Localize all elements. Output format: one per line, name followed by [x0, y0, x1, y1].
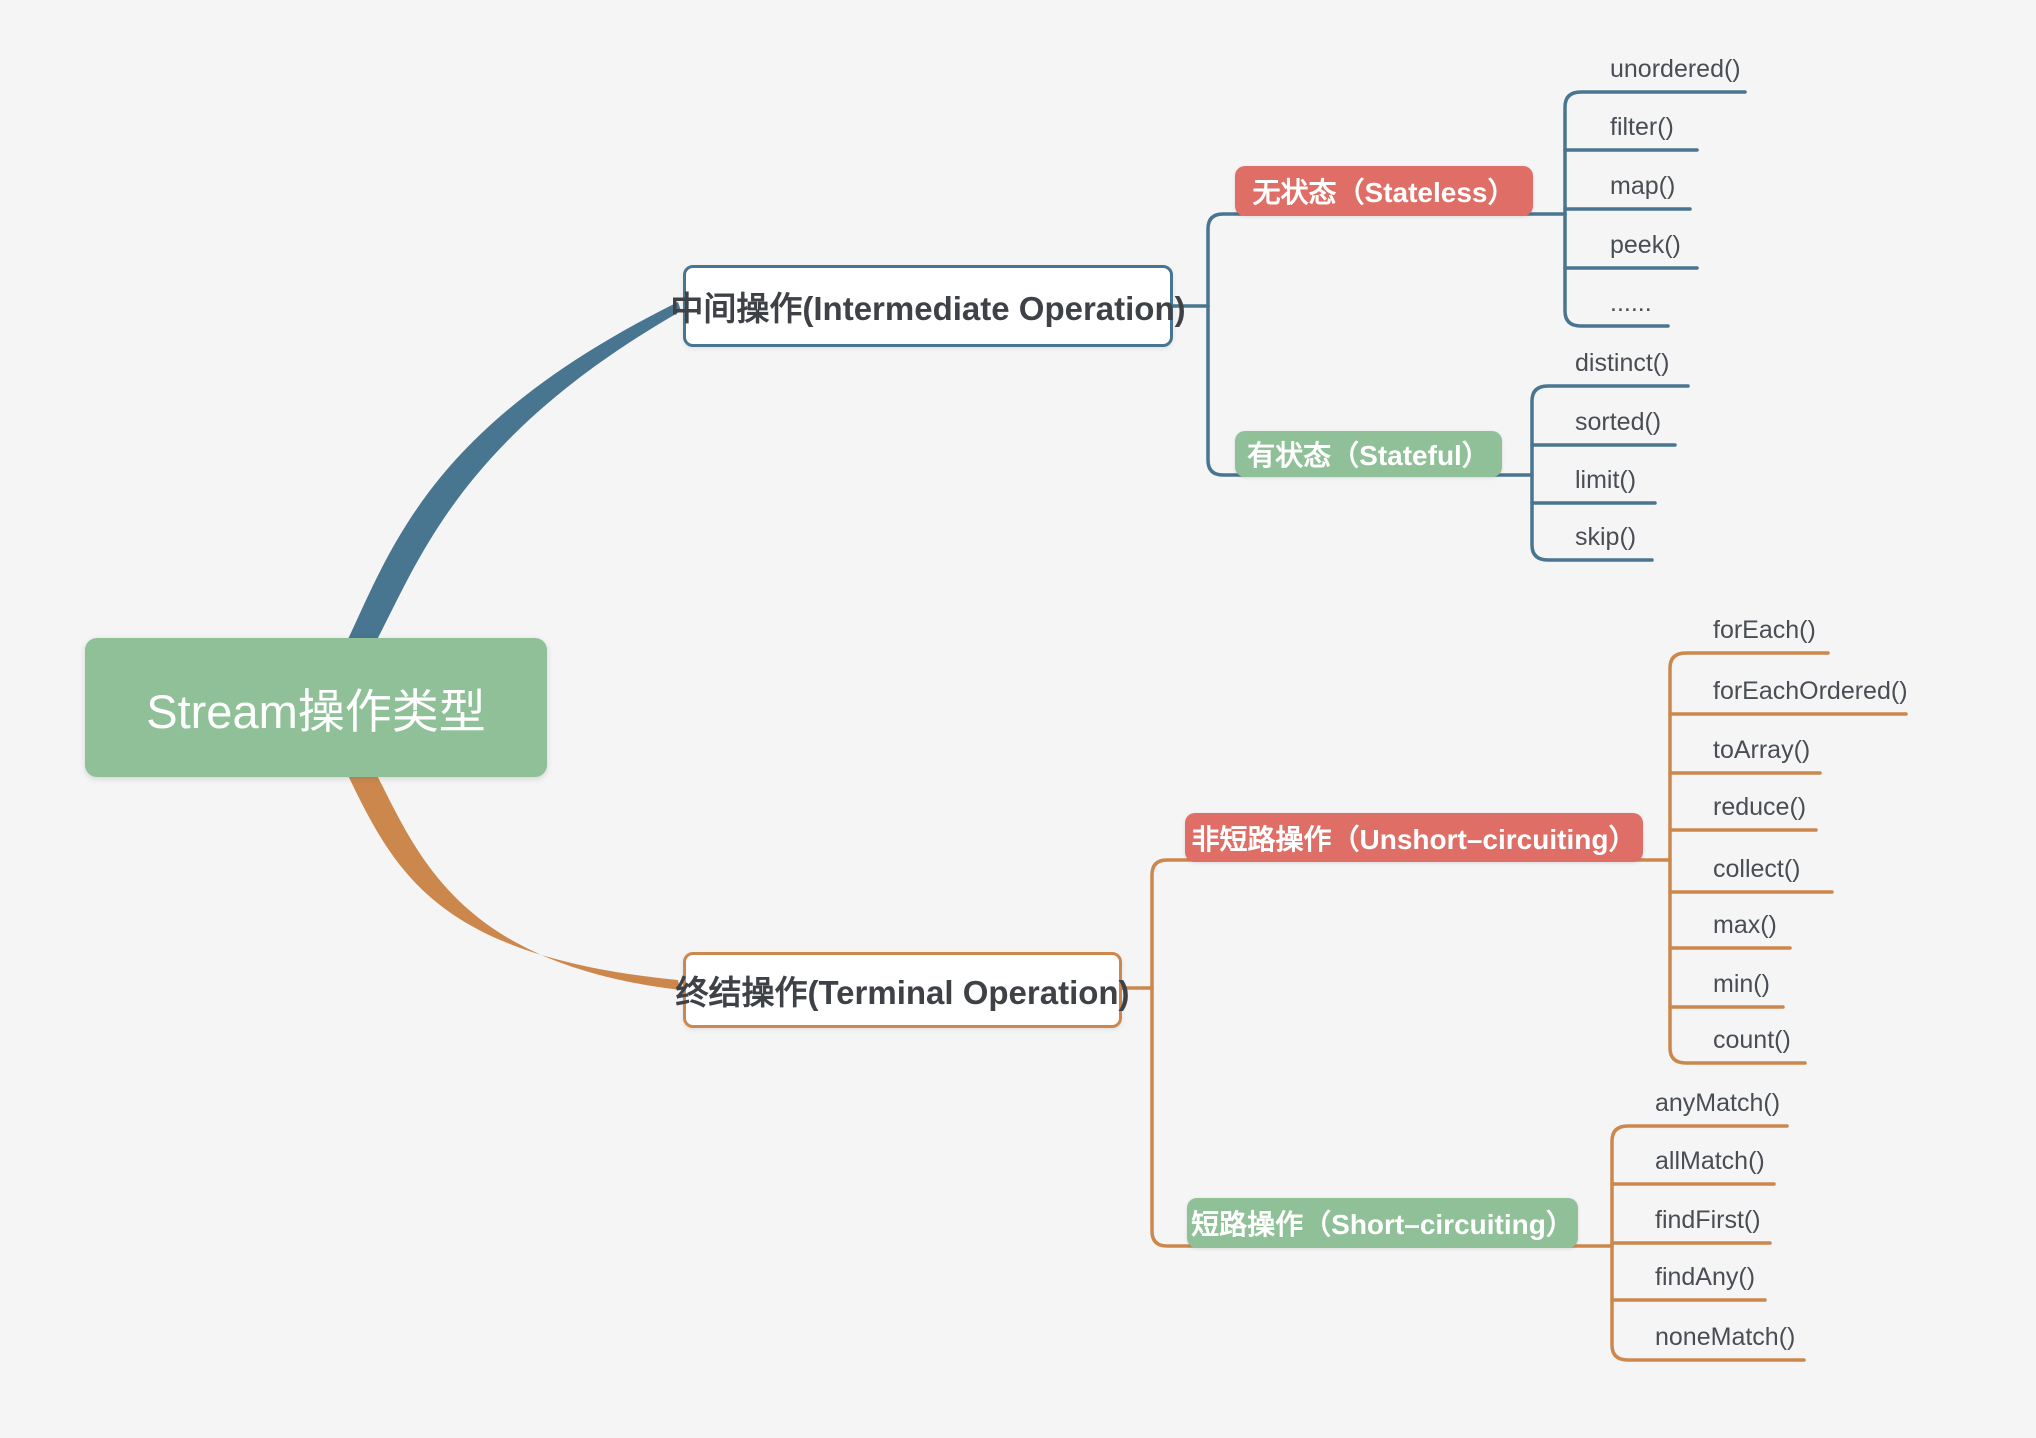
leaf-toarray[interactable]: toArray()	[1713, 736, 1811, 764]
subtopic-short-circuiting[interactable]: 短路操作（Short–circuiting）	[1187, 1198, 1578, 1248]
leaf-distinct[interactable]: distinct()	[1575, 349, 1670, 377]
connector-intermediate-to-stateless	[1206, 212, 1567, 308]
leaf-reduce[interactable]: reduce()	[1713, 793, 1807, 821]
leaf-filter[interactable]: filter()	[1610, 113, 1674, 141]
leaf-findfirst[interactable]: findFirst()	[1655, 1206, 1761, 1234]
leaf-min[interactable]: min()	[1713, 970, 1770, 998]
subtopic-stateful[interactable]: 有状态（Stateful）	[1235, 431, 1502, 477]
leaf-limit[interactable]: limit()	[1575, 466, 1637, 494]
subtopic-unshort-circuiting[interactable]: 非短路操作（Unshort–circuiting）	[1185, 813, 1643, 862]
subtopic-stateless[interactable]: 无状态（Stateless）	[1235, 166, 1533, 216]
bracket-stateful-leaves	[1530, 384, 1690, 562]
leaf-unordered[interactable]: unordered()	[1610, 55, 1741, 83]
leaf-findany[interactable]: findAny()	[1655, 1263, 1756, 1291]
leaf-allmatch[interactable]: allMatch()	[1655, 1147, 1765, 1175]
leaf-count[interactable]: count()	[1713, 1026, 1791, 1054]
leaf-foreachordered[interactable]: forEachOrdered()	[1713, 677, 1908, 705]
leaf-foreach[interactable]: forEach()	[1713, 616, 1816, 644]
connector-terminal-to-unshort	[1150, 858, 1672, 990]
leaf-max[interactable]: max()	[1713, 911, 1777, 939]
leaf-sorted[interactable]: sorted()	[1575, 408, 1662, 436]
connector-terminal-to-short	[1150, 986, 1614, 1248]
leaf-collect[interactable]: collect()	[1713, 855, 1801, 883]
bracket-unshort-leaves	[1668, 651, 1830, 1065]
branch-curve-terminal	[338, 755, 680, 990]
leaf-peek[interactable]: peek()	[1610, 231, 1681, 259]
root-topic[interactable]: Stream操作类型	[85, 638, 547, 777]
leaf-nonematch[interactable]: noneMatch()	[1655, 1323, 1796, 1351]
leaf-map[interactable]: map()	[1610, 172, 1676, 200]
topic-intermediate-operation[interactable]: 中间操作(Intermediate Operation)	[670, 265, 1186, 347]
topic-terminal-operation[interactable]: 终结操作(Terminal Operation)	[675, 952, 1130, 1028]
leaf-ellipsis[interactable]: ......	[1610, 289, 1652, 317]
connector-intermediate-to-stateful	[1206, 304, 1534, 477]
branch-curve-intermediate	[338, 302, 681, 660]
leaf-skip[interactable]: skip()	[1575, 523, 1637, 551]
leaf-anymatch[interactable]: anyMatch()	[1655, 1089, 1781, 1117]
